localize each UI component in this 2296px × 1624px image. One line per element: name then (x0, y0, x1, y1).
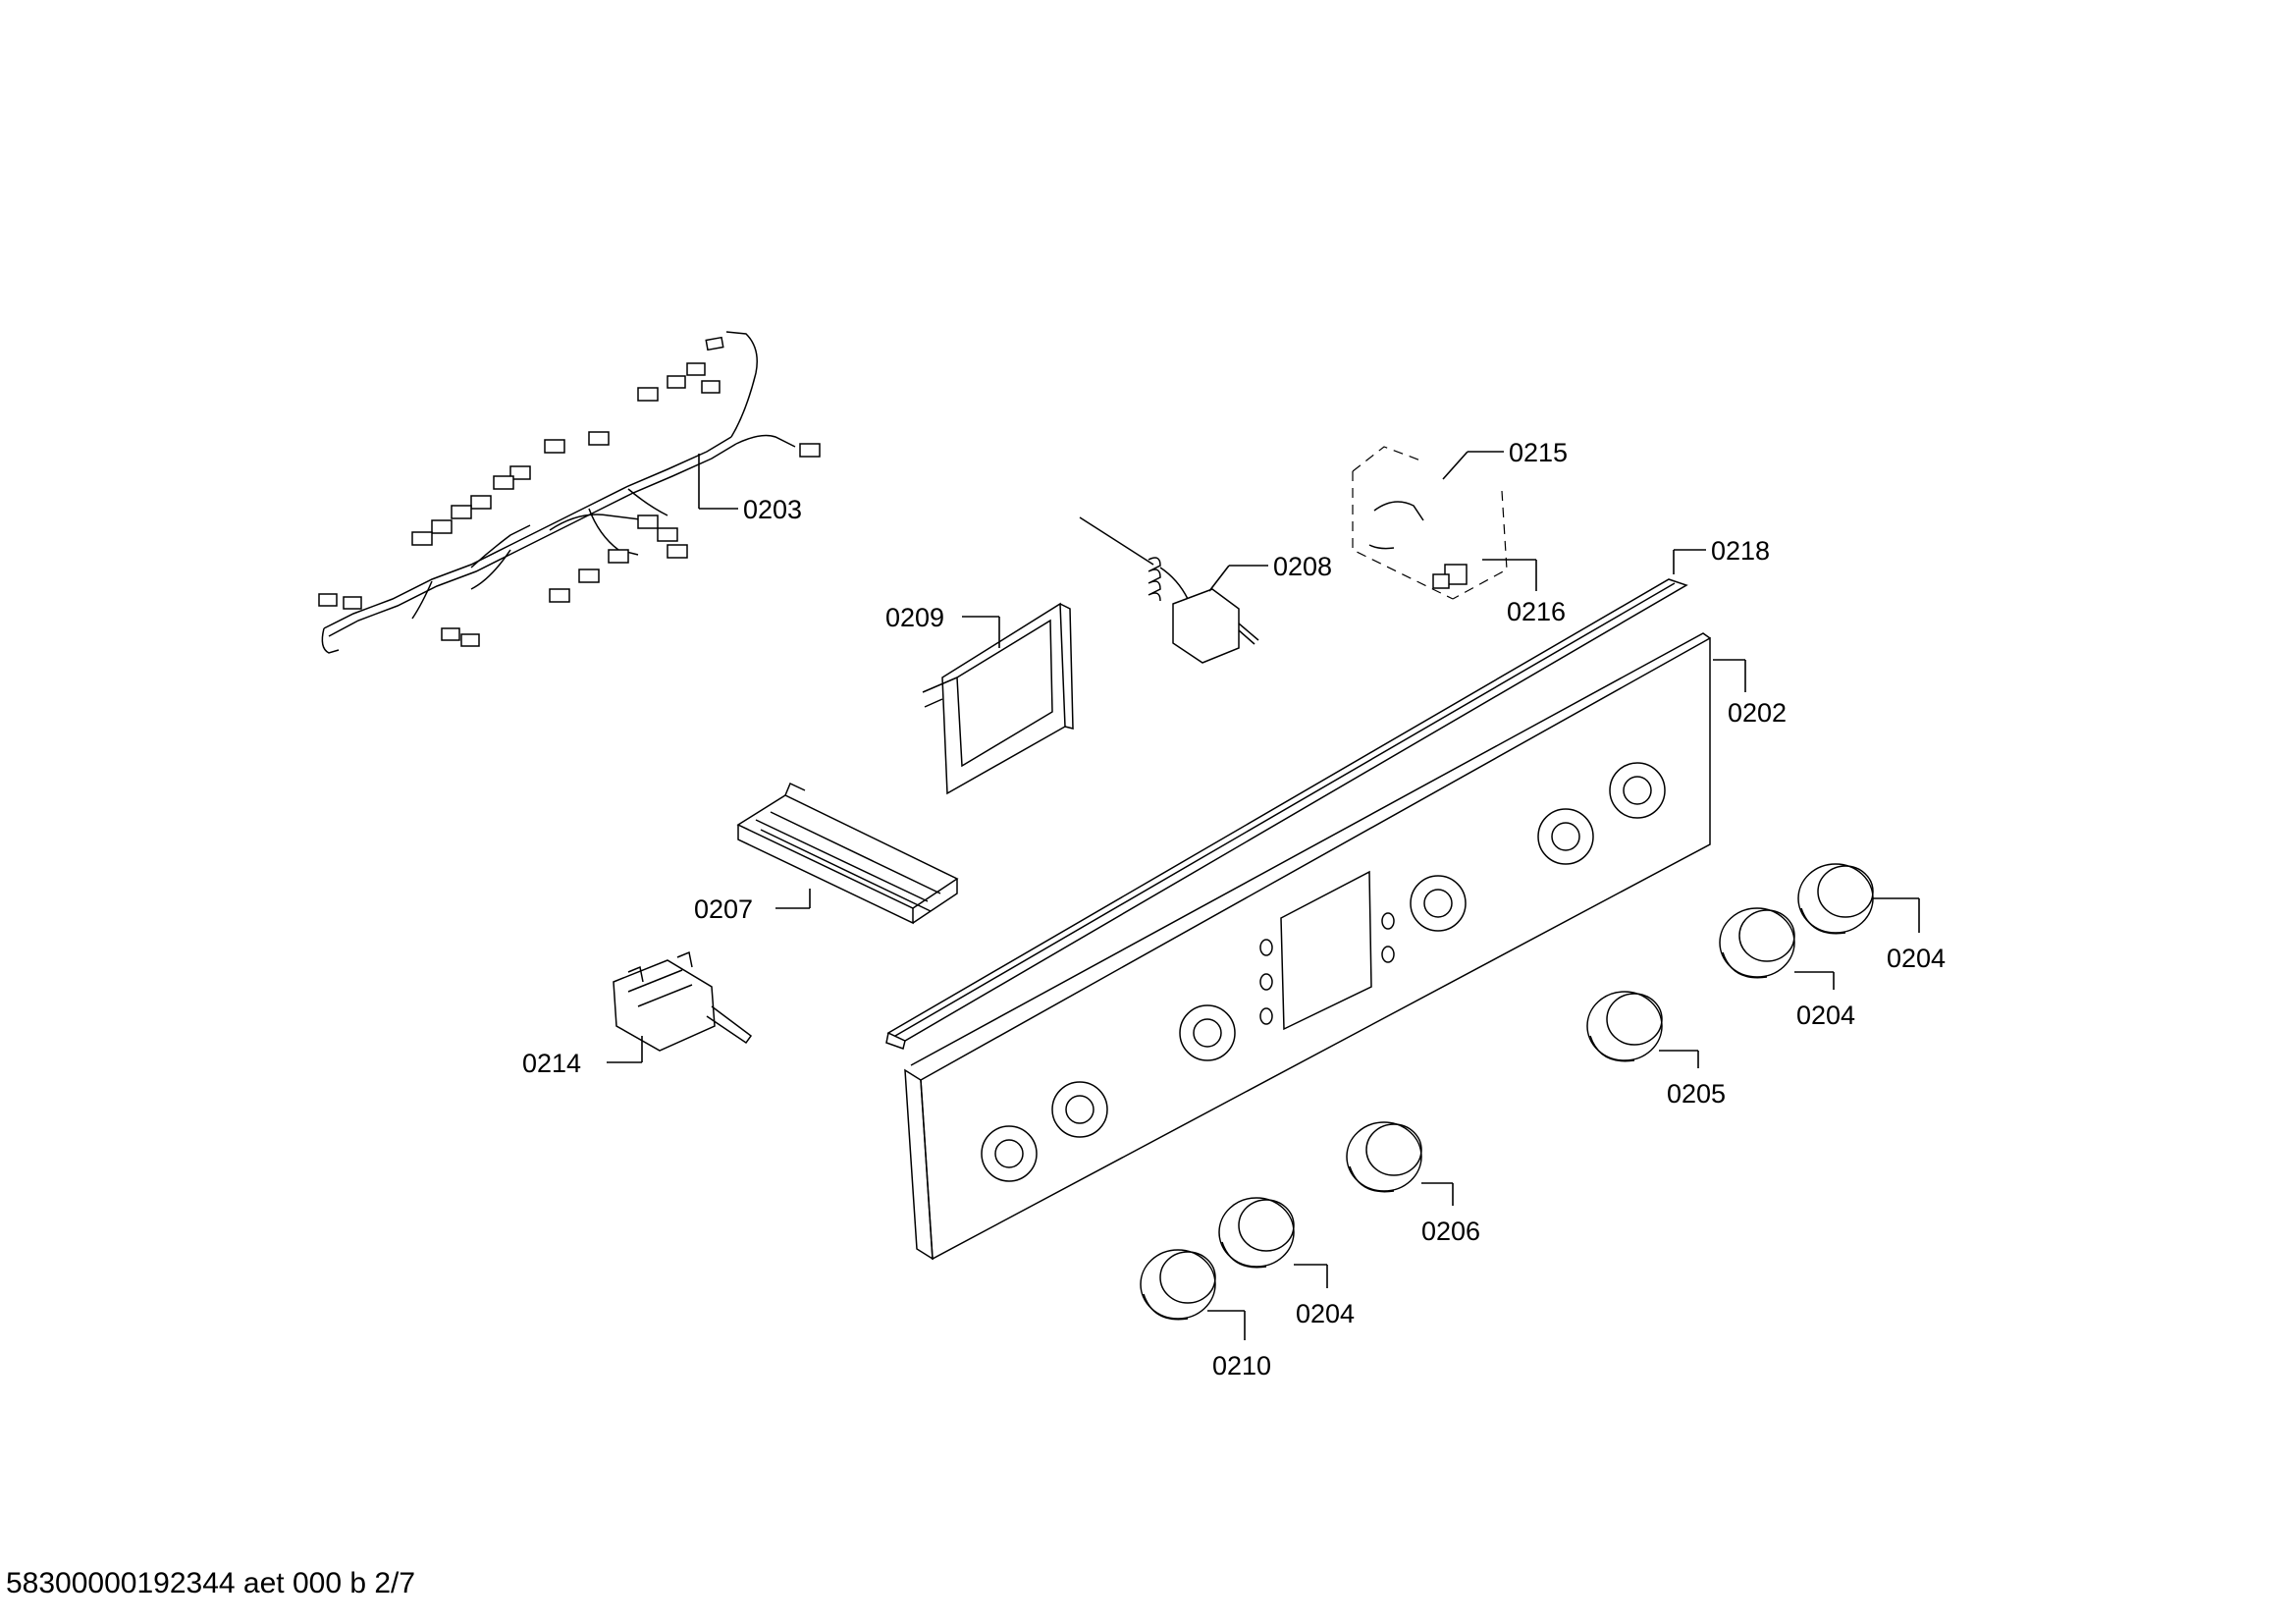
knob-0205 (1586, 991, 1663, 1062)
callout-0204-a: 0204 (1887, 944, 1946, 973)
drawing-id-footer: 58300000192344 aet 000 b 2/7 (6, 1567, 416, 1599)
knob-0204-mid-right (1719, 907, 1795, 979)
callout-0205: 0205 (1667, 1079, 1726, 1109)
knob-0204-top-right (1797, 863, 1874, 935)
part-0208-thermostat (1079, 516, 1259, 664)
part-0202-control-panel (904, 632, 1711, 1261)
part-0218-trim-strip (885, 578, 1688, 1050)
callout-0209: 0209 (885, 603, 944, 632)
callout-0204-b: 0204 (1796, 1001, 1855, 1030)
callout-0214: 0214 (522, 1049, 581, 1078)
part-0214-selector-switch (613, 950, 753, 1052)
callout-0204-c: 0204 (1296, 1299, 1355, 1328)
callout-0218: 0218 (1711, 536, 1770, 566)
part-0209-control-module (922, 602, 1074, 795)
leader-0215 (1442, 451, 1468, 480)
callout-0210: 0210 (1212, 1351, 1271, 1380)
knob-0210 (1140, 1249, 1216, 1321)
part-0203-wiring-harness (318, 331, 821, 654)
callout-0206: 0206 (1421, 1217, 1480, 1246)
callout-0208: 0208 (1273, 552, 1332, 581)
callout-0202: 0202 (1728, 698, 1787, 728)
part-0207-terminal-block (736, 782, 959, 925)
callout-0216: 0216 (1507, 597, 1566, 626)
knob-0204-lower (1218, 1197, 1295, 1269)
callout-0203: 0203 (743, 495, 802, 524)
knob-0206 (1346, 1121, 1422, 1193)
callout-0215: 0215 (1509, 438, 1568, 467)
callout-0207: 0207 (694, 894, 753, 924)
leader-0208 (1208, 565, 1230, 592)
